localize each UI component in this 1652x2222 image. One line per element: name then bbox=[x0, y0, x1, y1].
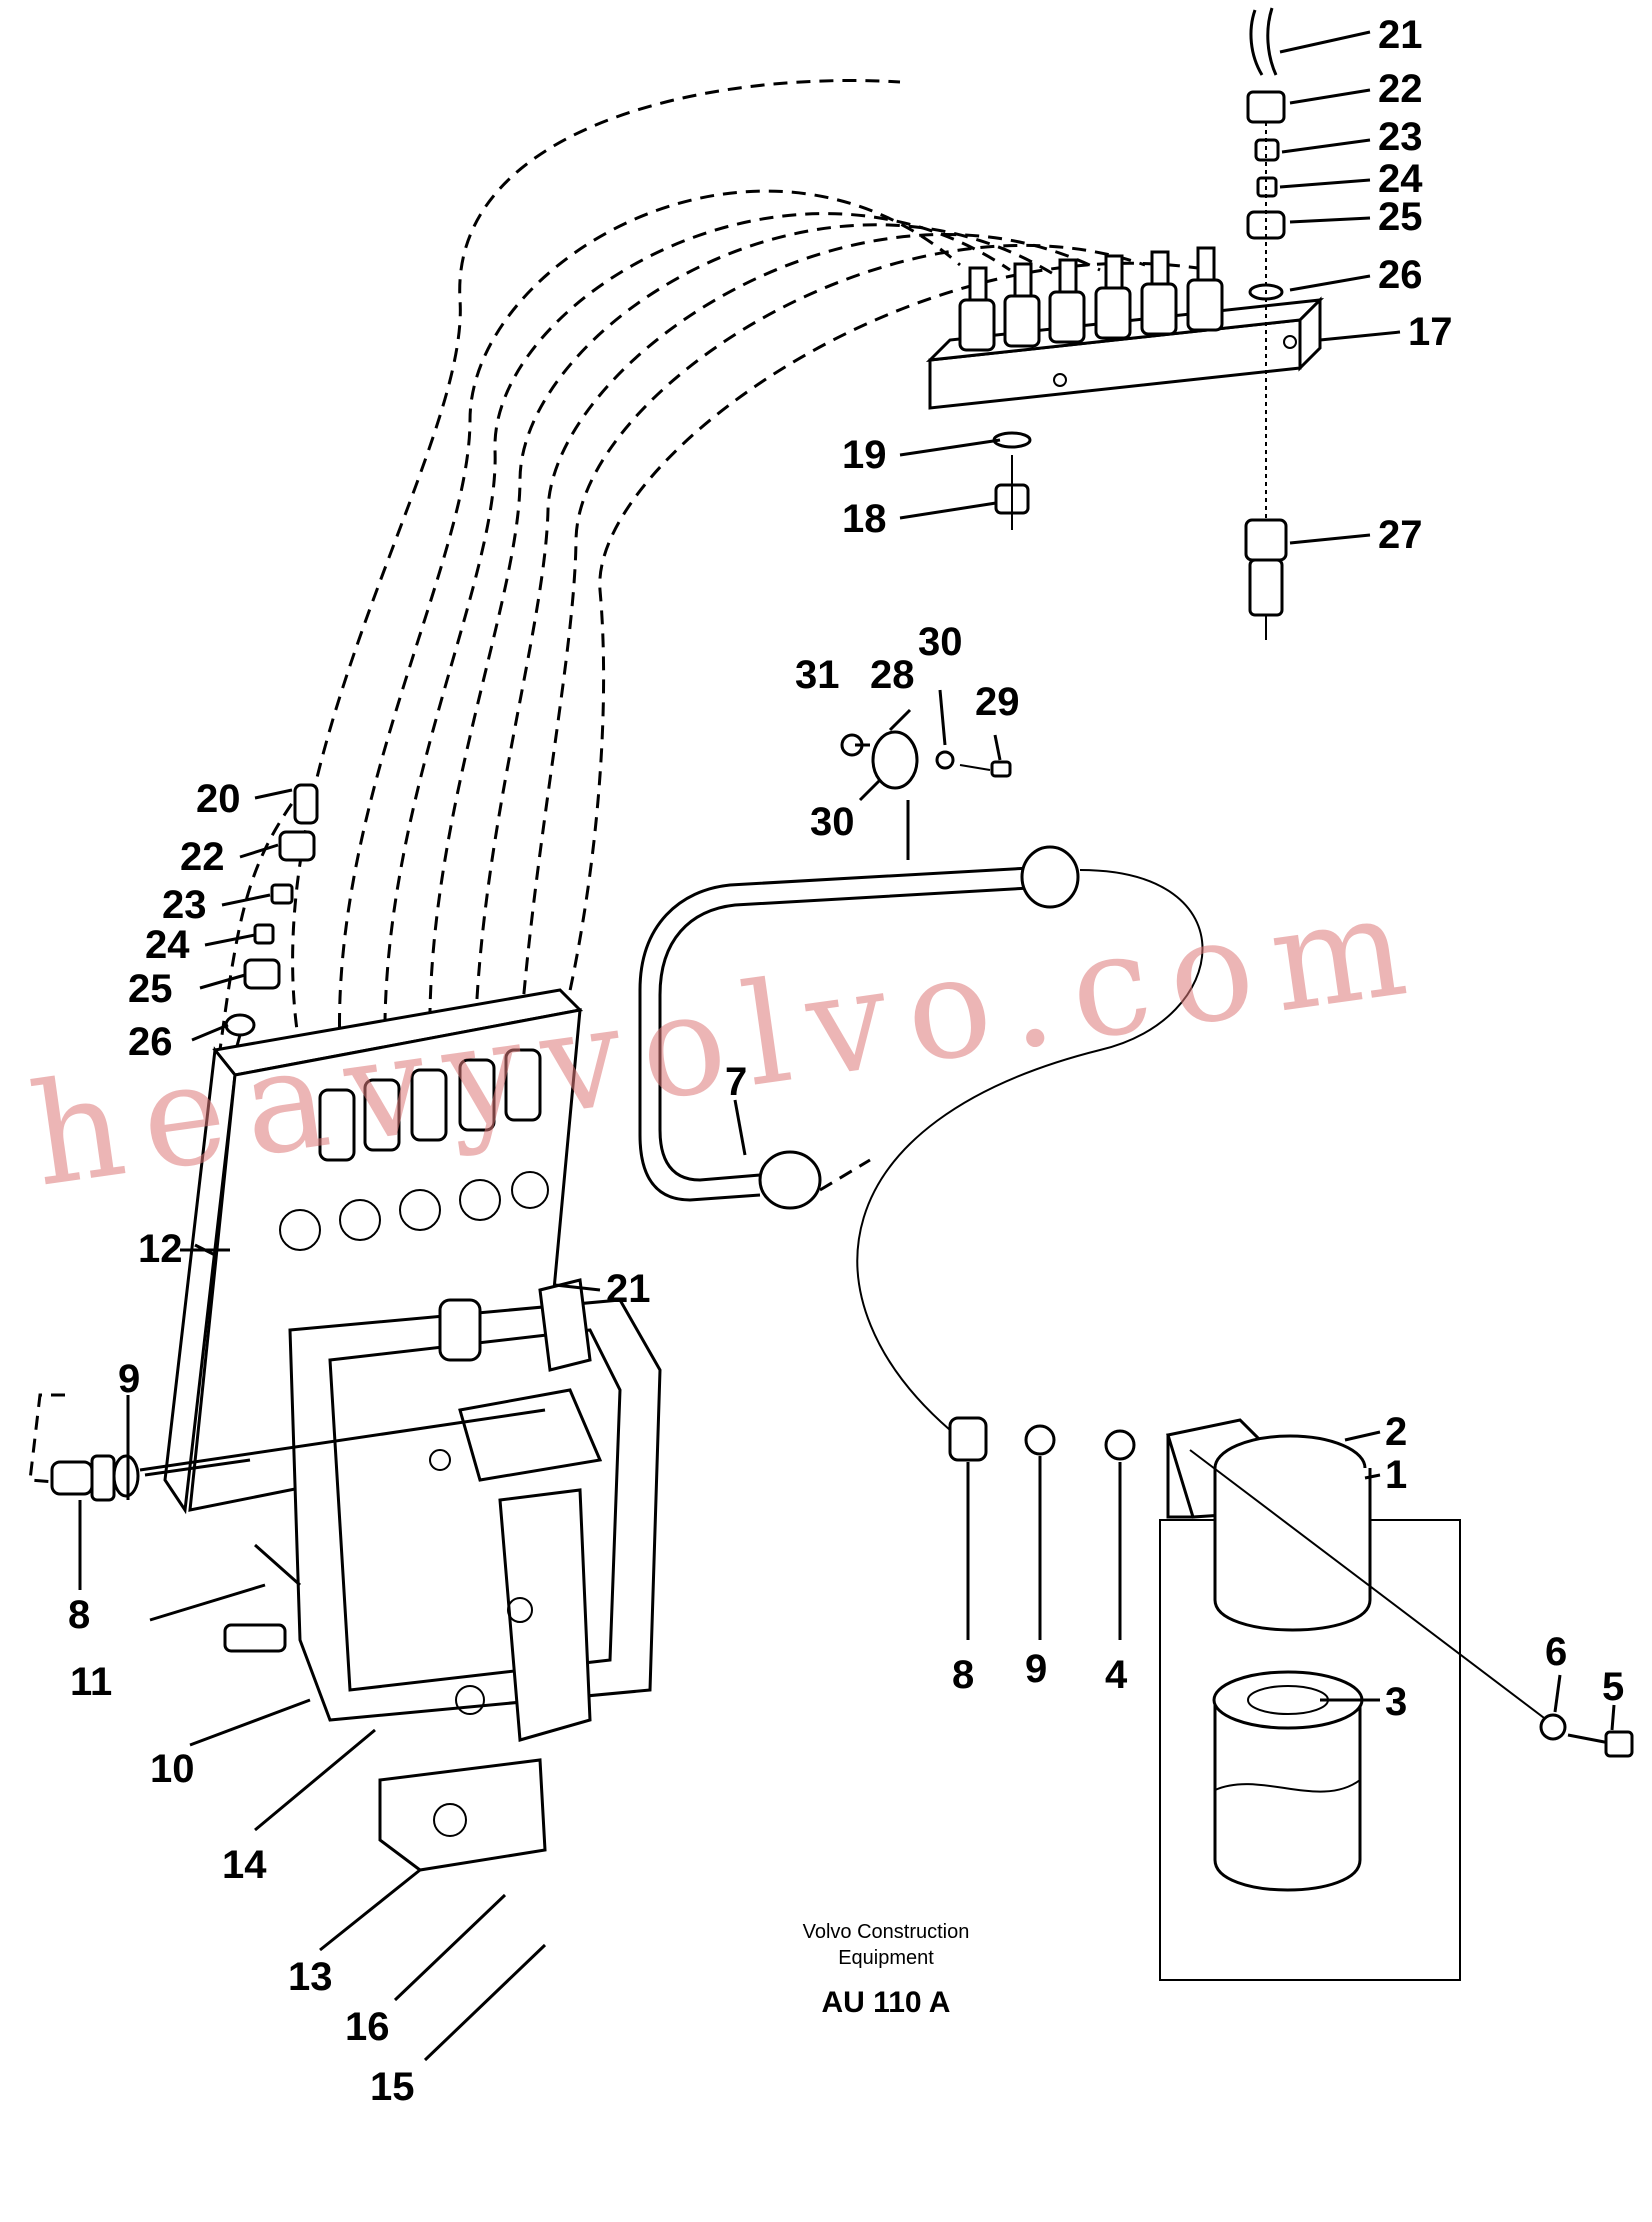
credit-line-2: Equipment bbox=[838, 1947, 934, 1969]
callout-16: 16 bbox=[345, 2005, 390, 2049]
watermark: heavyvolvo.com bbox=[22, 862, 1435, 1219]
callout-21-pump: 21 bbox=[606, 1267, 651, 1311]
callout-25-left: 25 bbox=[128, 967, 173, 1011]
block-nipples bbox=[958, 246, 1224, 352]
fuel-filter-assembly bbox=[948, 1416, 1634, 1981]
callout-9-right: 9 bbox=[1025, 1647, 1047, 1691]
callout-3: 3 bbox=[1385, 1680, 1407, 1724]
callout-27: 27 bbox=[1378, 513, 1423, 557]
callout-8-left: 8 bbox=[68, 1593, 90, 1637]
pump-side-bores bbox=[279, 1171, 549, 1251]
right-fitting-stack bbox=[1244, 7, 1288, 640]
pump-inlet-fitting bbox=[28, 1393, 546, 1502]
callout-25-top: 25 bbox=[1378, 195, 1423, 239]
callout-28: 28 bbox=[870, 653, 915, 697]
callout-22-left: 22 bbox=[180, 835, 225, 879]
callout-7: 7 bbox=[725, 1060, 747, 1104]
drawing-code: AU 110 A bbox=[822, 1986, 951, 2019]
credit-line-1: Volvo Construction bbox=[803, 1921, 970, 1943]
callout-12: 12 bbox=[138, 1227, 183, 1271]
injection-pump bbox=[163, 988, 662, 1872]
pipe-clamp bbox=[840, 730, 1012, 790]
callout-23-left: 23 bbox=[162, 883, 207, 927]
callout-26-left: 26 bbox=[128, 1020, 173, 1064]
callout-1: 1 bbox=[1385, 1453, 1407, 1497]
callout-11: 11 bbox=[70, 1660, 112, 1704]
callout-22-top: 22 bbox=[1378, 67, 1423, 111]
banjo-fuel-pipe bbox=[638, 800, 1080, 1210]
callout-30-bottom: 30 bbox=[810, 800, 855, 844]
callout-29: 29 bbox=[975, 680, 1020, 724]
callout-19: 19 bbox=[842, 433, 887, 477]
callout-2: 2 bbox=[1385, 1410, 1407, 1454]
callout-13: 13 bbox=[288, 1955, 333, 1999]
callout-14: 14 bbox=[222, 1843, 267, 1887]
callout-18: 18 bbox=[842, 497, 887, 541]
left-fitting-stack bbox=[223, 783, 319, 1152]
callout-20: 20 bbox=[196, 777, 241, 821]
pump-top-outlets bbox=[318, 1048, 542, 1162]
callout-9-left: 9 bbox=[118, 1357, 140, 1401]
callout-5: 5 bbox=[1602, 1665, 1624, 1709]
callout-21-top: 21 bbox=[1378, 13, 1423, 57]
callout-24-left: 24 bbox=[145, 923, 190, 967]
callout-8-right: 8 bbox=[952, 1653, 974, 1697]
callout-4: 4 bbox=[1105, 1653, 1128, 1697]
callout-17: 17 bbox=[1408, 310, 1453, 354]
callout-10: 10 bbox=[150, 1747, 195, 1791]
callout-24-top: 24 bbox=[1378, 157, 1423, 201]
dashed-fuel-lines bbox=[218, 79, 1211, 1051]
leader-lines bbox=[78, 30, 1616, 2062]
fuel-hose bbox=[856, 869, 1204, 1431]
callout-23-top: 23 bbox=[1378, 115, 1423, 159]
block-bottom-fittings bbox=[992, 431, 1032, 530]
callout-31: 31 bbox=[795, 653, 840, 697]
callout-26-top: 26 bbox=[1378, 253, 1423, 297]
callout-numbers: 21 22 23 24 25 26 17 27 19 18 20 22 23 2… bbox=[68, 13, 1624, 2109]
callout-6: 6 bbox=[1545, 1630, 1567, 1674]
callout-15: 15 bbox=[370, 2065, 415, 2109]
callout-30-top: 30 bbox=[918, 620, 963, 664]
fuel-distribution-block bbox=[925, 246, 1325, 410]
